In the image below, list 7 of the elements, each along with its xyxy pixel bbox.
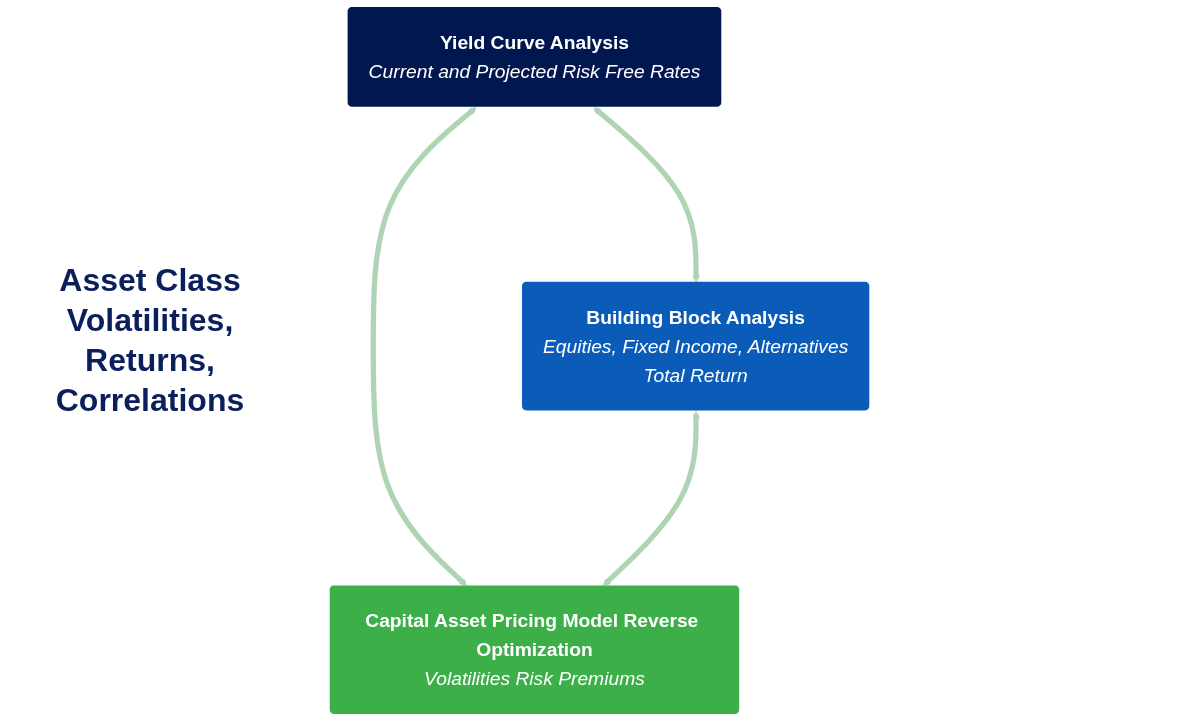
arrow: [370, 107, 477, 587]
center-text: Asset Class Volatilities, Returns, Correlations: [54, 261, 246, 420]
node-box: Building Block Analysis Equities, Fixed Income, Alternatives Total Return: [522, 281, 870, 411]
arrow: [602, 410, 700, 587]
node-box: Capital Asset Pricing Model Reverse Optimization Volatilities Risk Premiums: [329, 585, 740, 714]
node-box: Yield Curve Analysis Current and Projected Risk Free Rates: [347, 7, 722, 107]
arrow: [593, 107, 700, 283]
